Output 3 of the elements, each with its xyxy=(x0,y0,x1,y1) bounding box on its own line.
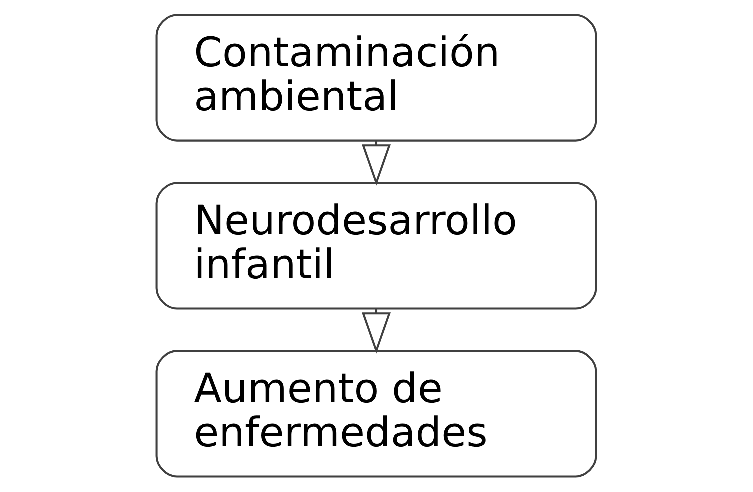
node-box: Neurodesarrollo infantil xyxy=(156,182,598,310)
node-box: Contaminación ambiental xyxy=(156,14,598,142)
node-box: Aumento de enfermedades xyxy=(156,350,598,478)
